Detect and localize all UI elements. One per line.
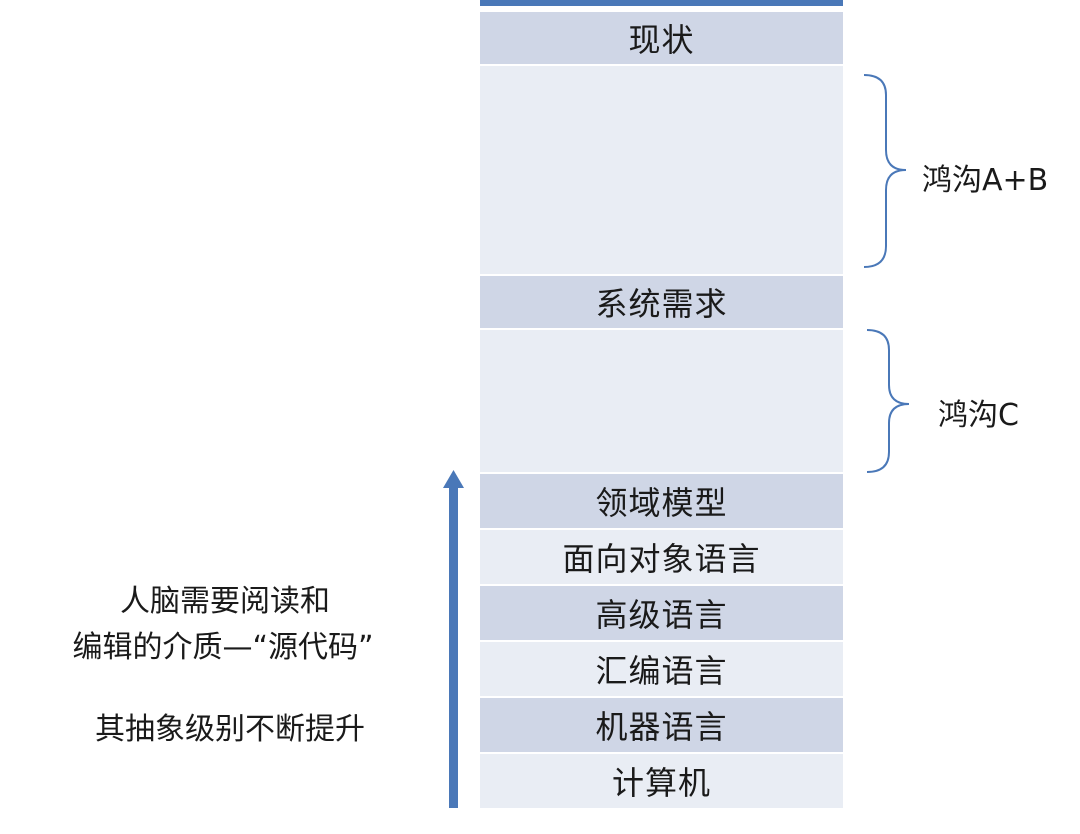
layer-label: 现状 [628,21,695,59]
layer-label: 领域模型 [595,484,728,522]
gap-c-label: 鸿沟C [938,398,1019,433]
top-border [480,0,843,6]
layer-system-requirements: 系统需求 [480,276,843,328]
layer-assembly-language: 汇编语言 [480,642,843,696]
brace-gap-ab [863,74,907,268]
layer-high-level-language: 高级语言 [480,586,843,640]
layer-label: 计算机 [611,764,711,802]
layer-label: 汇编语言 [595,652,728,690]
caption-line-2: 编辑的介质—“源代码” [72,630,374,665]
layer-oo-language: 面向对象语言 [480,530,843,584]
layer-computer: 计算机 [480,754,843,808]
layer-label: 高级语言 [595,596,728,634]
layer-domain-model: 领域模型 [480,474,843,528]
gap-region-ab [480,66,843,274]
layer-machine-language: 机器语言 [480,698,843,752]
gap-ab-label: 鸿沟A+B [922,163,1049,198]
layer-label: 机器语言 [595,708,728,746]
up-arrow-icon [443,470,464,808]
layer-current-state: 现状 [480,12,843,64]
layer-label: 面向对象语言 [562,540,761,578]
caption-line-1: 人脑需要阅读和 [120,584,330,619]
caption-line-3: 其抽象级别不断提升 [95,712,365,747]
gap-region-c [480,330,843,472]
brace-gap-c [866,329,910,473]
layer-label: 系统需求 [595,285,728,323]
